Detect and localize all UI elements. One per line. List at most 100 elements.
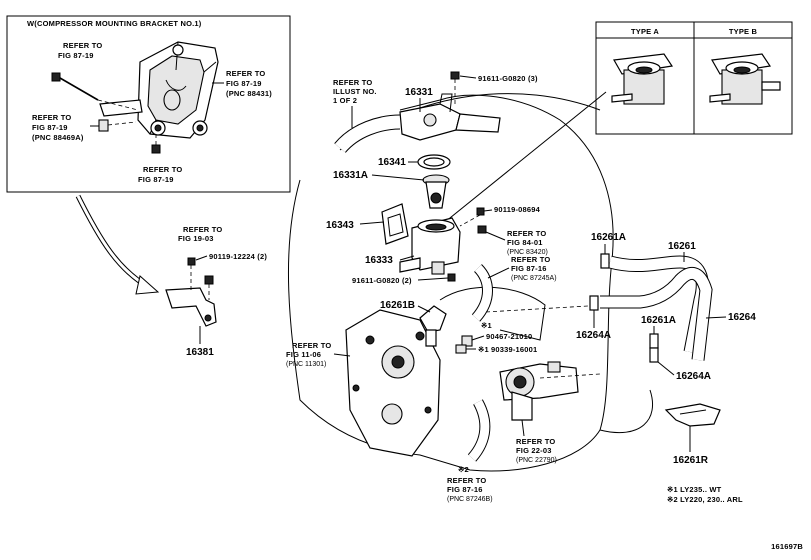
type-a-illustration: [611, 53, 674, 105]
ref-87-16b-line3: (PNC 87246B): [447, 496, 493, 503]
ref-illust-line2: ILLUST NO.: [333, 87, 377, 96]
bolts-main: [447, 71, 487, 282]
note-mark-90467: ※1: [481, 321, 492, 330]
inset-ref-c-line1: REFER TO: [32, 113, 71, 122]
type-b-label: TYPE B: [729, 27, 758, 36]
inset-ref-a: REFER TO FIG 87-19: [58, 41, 102, 60]
ref-87-16a-line2: FIG 87-16: [511, 264, 547, 273]
inset-ref-a-line1: REFER TO: [63, 41, 102, 50]
label-fig-22-03: REFER TO FIG 22-03 (PNC 22790): [516, 419, 557, 464]
part-16261R: 16261R: [673, 455, 709, 466]
timing-cover-illustration: [345, 309, 441, 457]
hw-91611-2: 91611-G0820 (2): [352, 276, 412, 285]
label-91611-2: 91611-G0820 (2): [352, 276, 449, 285]
ref-87-16b-line2: FIG 87-16: [447, 485, 483, 494]
washer-illustration: [98, 119, 137, 132]
ref-11-06-line2: FIG 11-06: [286, 350, 321, 359]
label-16381: 16381: [186, 326, 214, 358]
water-outlet-16331: [399, 93, 501, 141]
label-fig-84-01: REFER TO FIG 84-01 (PNC 83420): [485, 229, 548, 256]
inset-ref-b-line2: FIG 87-19: [226, 79, 262, 88]
inset-ref-d: REFER TO FIG 87-19: [138, 165, 182, 184]
hw-90467: 90467-21010: [486, 332, 532, 341]
label-16261R: 16261R: [673, 426, 709, 466]
label-refer-illust: REFER TO ILLUST NO. 1 OF 2: [333, 78, 377, 128]
part-16261B: 16261B: [380, 300, 415, 311]
inset-ref-c-line3: (PNC 88469A): [32, 133, 84, 142]
ref-19-03-line2: FIG 19-03: [178, 234, 214, 243]
part-16331: 16331: [405, 87, 433, 98]
ref-19-03-line1: REFER TO: [183, 225, 222, 234]
label-16261B: 16261B: [380, 300, 431, 313]
bolt-illustration: [51, 72, 139, 111]
part-16261A-2: 16261A: [641, 315, 676, 326]
heater-hose-16264: [600, 267, 713, 361]
ref-11-06-line1: REFER TO: [292, 341, 331, 350]
inset-box: W(COMPRESSOR MOUNTING BRACKET NO.1): [6, 15, 291, 193]
hose-fitting-16261B: [419, 305, 447, 347]
ref-22-03-line2: FIG 22-03: [516, 446, 552, 455]
label-16333: 16333: [365, 255, 415, 266]
label-90339: ※1 90339-16001: [466, 345, 537, 354]
label-fig-11-06: REFER TO FIG 11-06 (PNC 11301): [286, 341, 351, 368]
hw-90339: 90339-16001: [491, 345, 537, 354]
footnotes: ※1 LY235.. WT ※2 LY220, 230.. ARL: [667, 485, 743, 504]
hw-91611-3: 91611-G0820 (3): [478, 74, 538, 83]
thermostat-illustration: [422, 174, 450, 209]
water-outlet-hose: [334, 114, 401, 154]
hw-90119-08694: 90119-08694: [494, 205, 541, 214]
part-16264A-2: 16264A: [676, 371, 711, 382]
label-fig-87-16-a: REFER TO FIG 87-16 (PNC 87245A): [487, 255, 557, 282]
part-16261: 16261: [668, 241, 696, 252]
inset-ref-b-line3: (PNC 88431): [226, 89, 272, 98]
nut-illustration: [151, 132, 161, 154]
inset-ref-c-line2: FIG 87-19: [32, 123, 68, 132]
type-b-illustration: [709, 53, 781, 105]
label-fig-87-16-b: ※2 REFER TO FIG 87-16 (PNC 87246B): [447, 465, 493, 503]
ref-84-01-line1: REFER TO: [507, 229, 546, 238]
small-parts-90467-90339: [455, 335, 473, 354]
label-16343: 16343: [326, 220, 385, 231]
clip-16261R: [664, 403, 721, 427]
inset-ref-d-line1: REFER TO: [143, 165, 182, 174]
inset-arrow: [75, 194, 160, 295]
ref-87-16a-line1: REFER TO: [511, 255, 550, 264]
inset-ref-a-line2: FIG 87-19: [58, 51, 94, 60]
label-16331A: 16331A: [333, 170, 425, 181]
ref-22-03-line1: REFER TO: [516, 437, 555, 446]
ref-87-16b-line1: REFER TO: [447, 476, 486, 485]
ref-87-16a-line3: (PNC 87245A): [511, 275, 557, 282]
type-box-leader: [439, 91, 607, 227]
label-16261: 16261: [668, 241, 696, 262]
inset-ref-b: REFER TO FIG 87-19 (PNC 88431): [212, 69, 272, 98]
ref-illust-line1: REFER TO: [333, 78, 372, 87]
gasket-16343: [381, 203, 409, 245]
bracket-16381: [165, 257, 217, 327]
inset-ref-c: REFER TO FIG 87-19 (PNC 88469A): [32, 113, 99, 142]
label-16261A-2: 16261A: [641, 315, 676, 334]
type-box: TYPE A TYPE B: [595, 21, 793, 135]
label-16264: 16264: [705, 312, 756, 323]
gasket-16341: [417, 154, 451, 170]
label-16264A-1: 16264A: [576, 310, 611, 341]
label-16341: 16341: [378, 157, 418, 168]
part-16333: 16333: [365, 255, 393, 266]
part-16341: 16341: [378, 157, 406, 168]
label-fig-19-03: REFER TO FIG 19-03: [178, 225, 222, 243]
note-2: ※2 LY220, 230.. ARL: [667, 495, 743, 504]
part-16264: 16264: [728, 312, 756, 323]
label-90467: ※1 90467-21010: [471, 321, 532, 341]
label-91611-3: 91611-G0820 (3): [459, 74, 538, 83]
part-16331A: 16331A: [333, 170, 368, 181]
ref-illust-line3: 1 OF 2: [333, 96, 357, 105]
ref-11-06-line3: (PNC 11301): [286, 361, 326, 368]
inset-ref-d-line2: FIG 87-19: [138, 175, 174, 184]
label-90119-12224: 90119-12224 (2): [195, 252, 267, 261]
part-16264A-1: 16264A: [576, 330, 611, 341]
hose-connectors-dashed: [485, 305, 601, 379]
label-90119-08694: 90119-08694: [483, 205, 541, 214]
figure-id: 161697B: [771, 542, 803, 551]
hw-90119-12224: 90119-12224 (2): [209, 252, 267, 261]
